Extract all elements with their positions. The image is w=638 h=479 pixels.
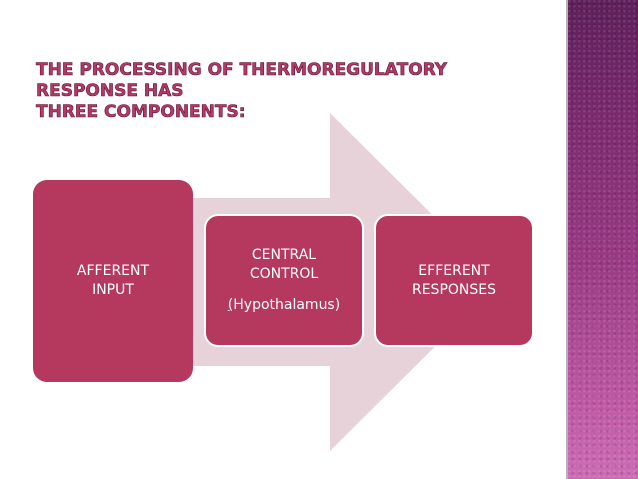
central-control-line-2: CONTROL: [249, 266, 319, 282]
afferent-input-line-1: AFFERENT: [76, 263, 150, 279]
central-control-note: (Hypothalamus): [228, 296, 340, 315]
efferent-responses-line-1: EFFERENT: [418, 262, 490, 279]
central-control-box: CENTRAL CONTROL (Hypothalamus): [204, 214, 364, 347]
slide-title-line-2: three components:: [36, 102, 246, 123]
side-band-edge: [566, 0, 568, 479]
afferent-input-box: AFFERENT INPUT: [33, 180, 193, 382]
decorative-side-band: [568, 0, 638, 479]
efferent-responses-box: EFFERENT RESPONSES: [374, 214, 534, 347]
slide-title: The processing of thermoregulatory respo…: [36, 60, 536, 123]
central-control-note-text: Hypothalamus): [233, 297, 341, 313]
slide-title-line-1: The processing of thermoregulatory respo…: [36, 60, 448, 102]
central-control-line-1: CENTRAL: [251, 247, 317, 263]
central-control-note-paren: (: [227, 297, 234, 313]
efferent-responses-line-2: RESPONSES: [411, 281, 496, 298]
afferent-input-line-2: INPUT: [92, 282, 134, 298]
